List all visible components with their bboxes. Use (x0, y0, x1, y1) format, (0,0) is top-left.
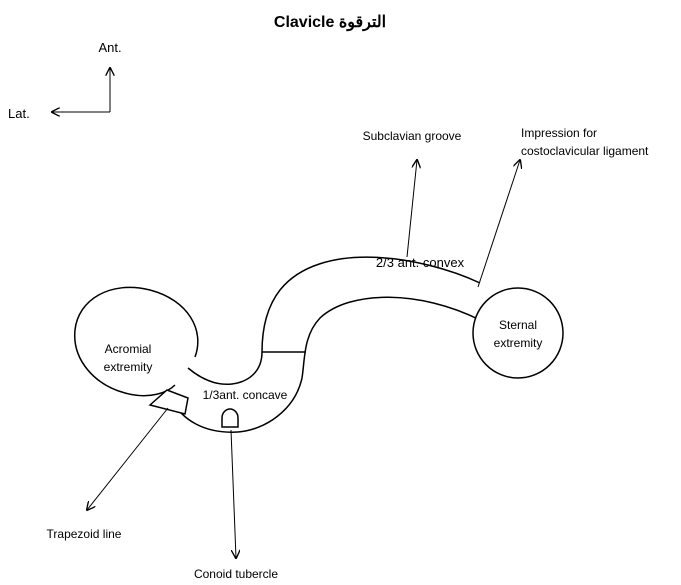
outer-convex-edge (261, 256, 481, 353)
sternal-label-line2: extremity (494, 336, 543, 350)
conoid-arrow (230, 429, 236, 558)
acromial-extremity-shape (74, 286, 199, 397)
conoid-tubercle-label: Conoid tubercle (194, 567, 278, 581)
trapezoid-line-marker (148, 389, 189, 415)
lateral-label: Lat. (8, 106, 30, 121)
clavicle-body (171, 256, 481, 433)
inner-edge (171, 296, 481, 433)
conoid-tubercle-marker (221, 408, 239, 428)
trapezoid-line-label: Trapezoid line (47, 527, 122, 541)
ant-concave-label: 1/3ant. concave (203, 388, 288, 402)
impression-label-line1: Impression for (521, 126, 597, 140)
sternal-extremity-shape (472, 287, 564, 379)
sternal-label-line1: Sternal (499, 318, 537, 332)
orientation-indicator: Ant. Lat. (8, 40, 122, 121)
subclavian-groove-label: Subclavian groove (363, 129, 462, 143)
ant-convex-label: 2/3 ant. convex (376, 255, 465, 270)
acromial-label-line2: extremity (104, 360, 153, 374)
page-title: الترقوة Clavicle (274, 14, 386, 32)
anterior-label: Ant. (98, 40, 121, 55)
impression-label-line2: costoclavicular ligament (521, 144, 649, 158)
trapezoid-arrow (87, 407, 169, 510)
subclavian-groove-arrow (406, 160, 417, 258)
inner-concave-edge (187, 351, 263, 386)
acromial-label-line1: Acromial (105, 342, 152, 356)
impression-arrow (477, 160, 520, 288)
